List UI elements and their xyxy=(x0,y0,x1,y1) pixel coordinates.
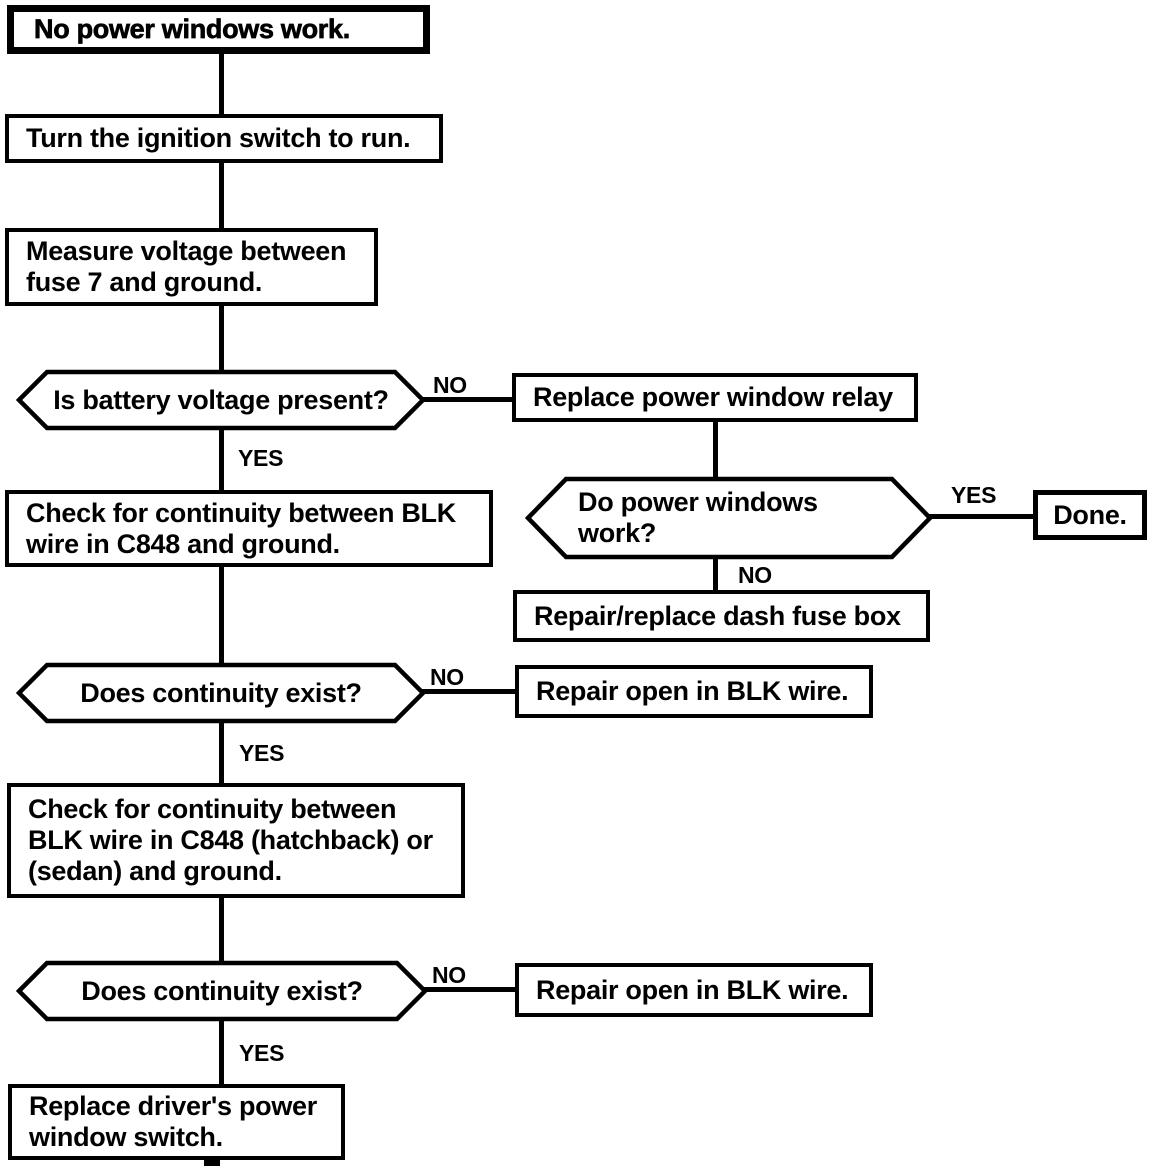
node-replace-driver-switch-line2: window switch. xyxy=(29,1122,223,1152)
node-check-continuity-2-line1: Check for continuity between xyxy=(28,794,397,824)
node-replace-driver-switch-line1: Replace driver's power xyxy=(29,1091,317,1121)
node-measure-voltage-line2: fuse 7 and ground. xyxy=(26,267,263,297)
edge-label-no-windows: NO xyxy=(738,562,772,588)
connector-qcont2-no xyxy=(421,987,517,992)
connector-measure-to-qbattery xyxy=(219,305,224,372)
edge-label-no-cont1: NO xyxy=(430,664,464,690)
node-repair-open-2: Repair open in BLK wire. xyxy=(515,963,873,1017)
decision-continuity-2-label: Does continuity exist? xyxy=(81,975,363,1006)
node-turn-ignition-label: Turn the ignition switch to run. xyxy=(26,123,411,153)
connector-start-to-ignition xyxy=(219,53,224,115)
node-repair-fuse-box-label: Repair/replace dash fuse box xyxy=(534,600,901,631)
connector-relay-to-qwindows xyxy=(713,421,718,479)
edge-label-no-battery: NO xyxy=(433,372,467,398)
decision-shape xyxy=(16,369,426,431)
connector-stub-bottom xyxy=(204,1160,220,1166)
decision-windows-work-line1: Do power windows xyxy=(578,487,818,517)
node-repair-fuse-box: Repair/replace dash fuse box xyxy=(513,590,930,642)
node-start-label: No power windows work. xyxy=(34,14,351,45)
connector-qwindows-no xyxy=(713,556,718,591)
edge-label-yes-battery: YES xyxy=(238,445,284,471)
connector-check1-to-qcont1 xyxy=(219,565,224,665)
decision-battery-voltage-label: Is battery voltage present? xyxy=(53,384,389,415)
node-replace-relay-label: Replace power window relay xyxy=(533,382,893,412)
connector-check2-to-qcont2 xyxy=(219,896,224,964)
node-replace-relay: Replace power window relay xyxy=(512,373,918,422)
decision-continuity-1: Does continuity exist? xyxy=(16,662,426,724)
edge-label-yes-cont1: YES xyxy=(239,740,285,766)
node-done-label: Done. xyxy=(1053,499,1127,530)
node-done: Done. xyxy=(1033,490,1147,540)
decision-shape xyxy=(525,476,933,560)
node-check-continuity-1-line2: wire in C848 and ground. xyxy=(26,528,340,559)
node-repair-open-1: Repair open in BLK wire. xyxy=(515,665,873,718)
connector-ignition-to-measure xyxy=(219,162,224,229)
edge-label-no-cont2: NO xyxy=(432,962,466,988)
node-replace-driver-switch: Replace driver's power window switch. xyxy=(8,1084,345,1160)
decision-windows-work-line2: work? xyxy=(578,518,657,548)
connector-qwindows-yes xyxy=(924,514,1034,519)
connector-qbattery-yes xyxy=(219,427,224,491)
decision-shape xyxy=(16,662,426,724)
decision-continuity-1-label: Does continuity exist? xyxy=(80,677,362,708)
node-repair-open-1-label: Repair open in BLK wire. xyxy=(536,676,849,706)
node-repair-open-2-label: Repair open in BLK wire. xyxy=(536,974,849,1005)
node-measure-voltage-line1: Measure voltage between xyxy=(26,236,347,266)
decision-shape xyxy=(16,960,428,1022)
node-check-continuity-1: Check for continuity between BLK wire in… xyxy=(5,490,493,567)
decision-continuity-2: Does continuity exist? xyxy=(16,960,428,1022)
connector-qbattery-no xyxy=(418,397,514,402)
connector-qcont1-yes xyxy=(219,721,224,784)
node-check-continuity-2-line3: (sedan) and ground. xyxy=(28,856,282,886)
node-check-continuity-2-line2: BLK wire in C848 (hatchback) or xyxy=(28,825,433,855)
edge-label-yes-cont2: YES xyxy=(239,1040,285,1066)
decision-battery-voltage: Is battery voltage present? xyxy=(16,369,426,431)
connector-qcont2-yes xyxy=(219,1019,224,1085)
node-turn-ignition: Turn the ignition switch to run. xyxy=(5,114,443,163)
node-check-continuity-2: Check for continuity between BLK wire in… xyxy=(7,783,465,898)
node-start: No power windows work. xyxy=(7,5,430,54)
node-check-continuity-1-line1: Check for continuity between BLK xyxy=(26,497,456,528)
node-measure-voltage: Measure voltage between fuse 7 and groun… xyxy=(5,228,378,306)
connector-qcont1-no xyxy=(419,689,517,694)
edge-label-yes-windows: YES xyxy=(951,482,997,508)
decision-windows-work: Do power windows work? xyxy=(525,476,933,560)
